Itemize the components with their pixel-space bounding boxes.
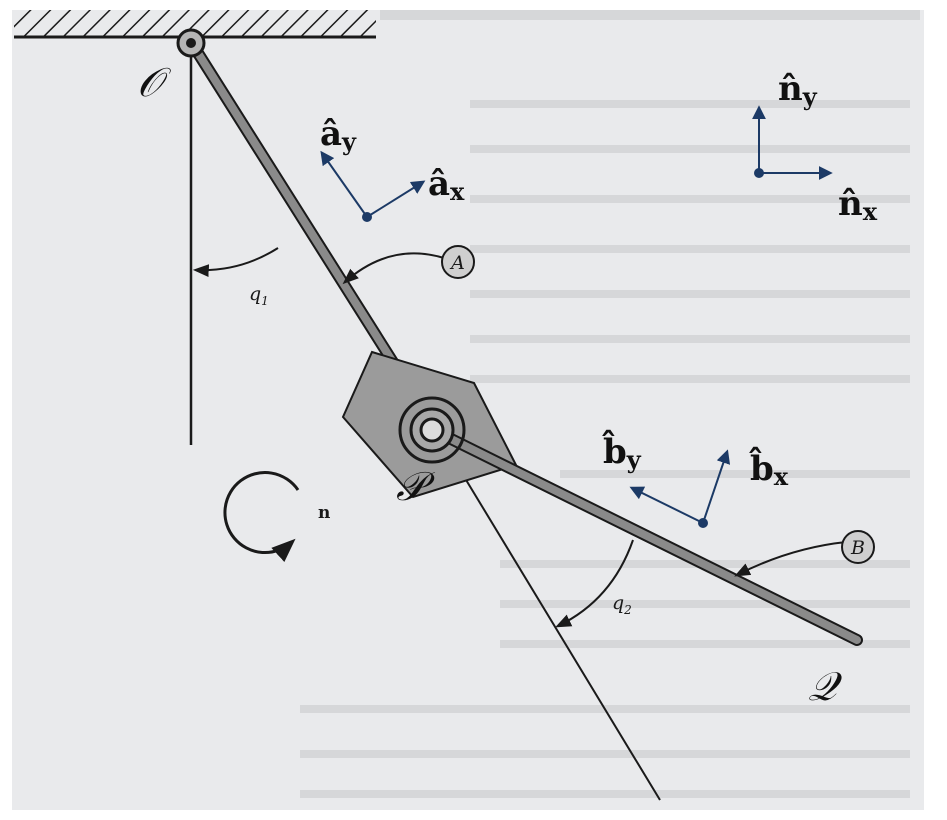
angle-q2-label: q2: [612, 592, 632, 617]
frame-a-origin: [362, 212, 372, 222]
pivot-o-center: [186, 38, 196, 48]
vector-b-x-arrow: [702, 449, 731, 524]
vector-a-x-label: âx: [428, 164, 465, 206]
angle-q1-arc: [192, 247, 279, 277]
frame-b-origin: [698, 518, 708, 528]
leader-b-arrow: [734, 541, 847, 577]
frame-n-origin: [754, 168, 764, 178]
vector-b-y-label: b̂y: [602, 430, 642, 474]
vector-b-x-label: b̂x: [749, 447, 789, 491]
vector-b-y-arrow: [629, 486, 704, 524]
frame-a: ây âx: [320, 114, 465, 222]
vector-n-y-label: n̂y: [778, 69, 818, 111]
rod-b: [433, 428, 861, 644]
angle-q2-arc: [555, 539, 634, 628]
body-b-label: B: [850, 537, 865, 559]
vector-a-y-label: ây: [320, 114, 357, 156]
vector-a-y-arrow: [320, 150, 368, 218]
body-a-badge: [441, 245, 475, 279]
frame-n: n̂y n̂x: [752, 69, 878, 226]
vector-a-x-arrow: [366, 180, 426, 218]
rotation-label: n: [318, 503, 330, 523]
joint-p: [398, 396, 466, 464]
frame-b: b̂y b̂x: [602, 430, 789, 528]
leader-a-arrow: [342, 252, 445, 285]
rod-a-extension-line: [436, 431, 661, 801]
body-a-label: A: [449, 252, 465, 274]
body-b-badge: [841, 530, 875, 564]
rotation-arrow-icon: [223, 471, 300, 563]
vector-n-x-label: n̂x: [838, 184, 878, 226]
angle-q1-label: q1: [249, 283, 269, 308]
